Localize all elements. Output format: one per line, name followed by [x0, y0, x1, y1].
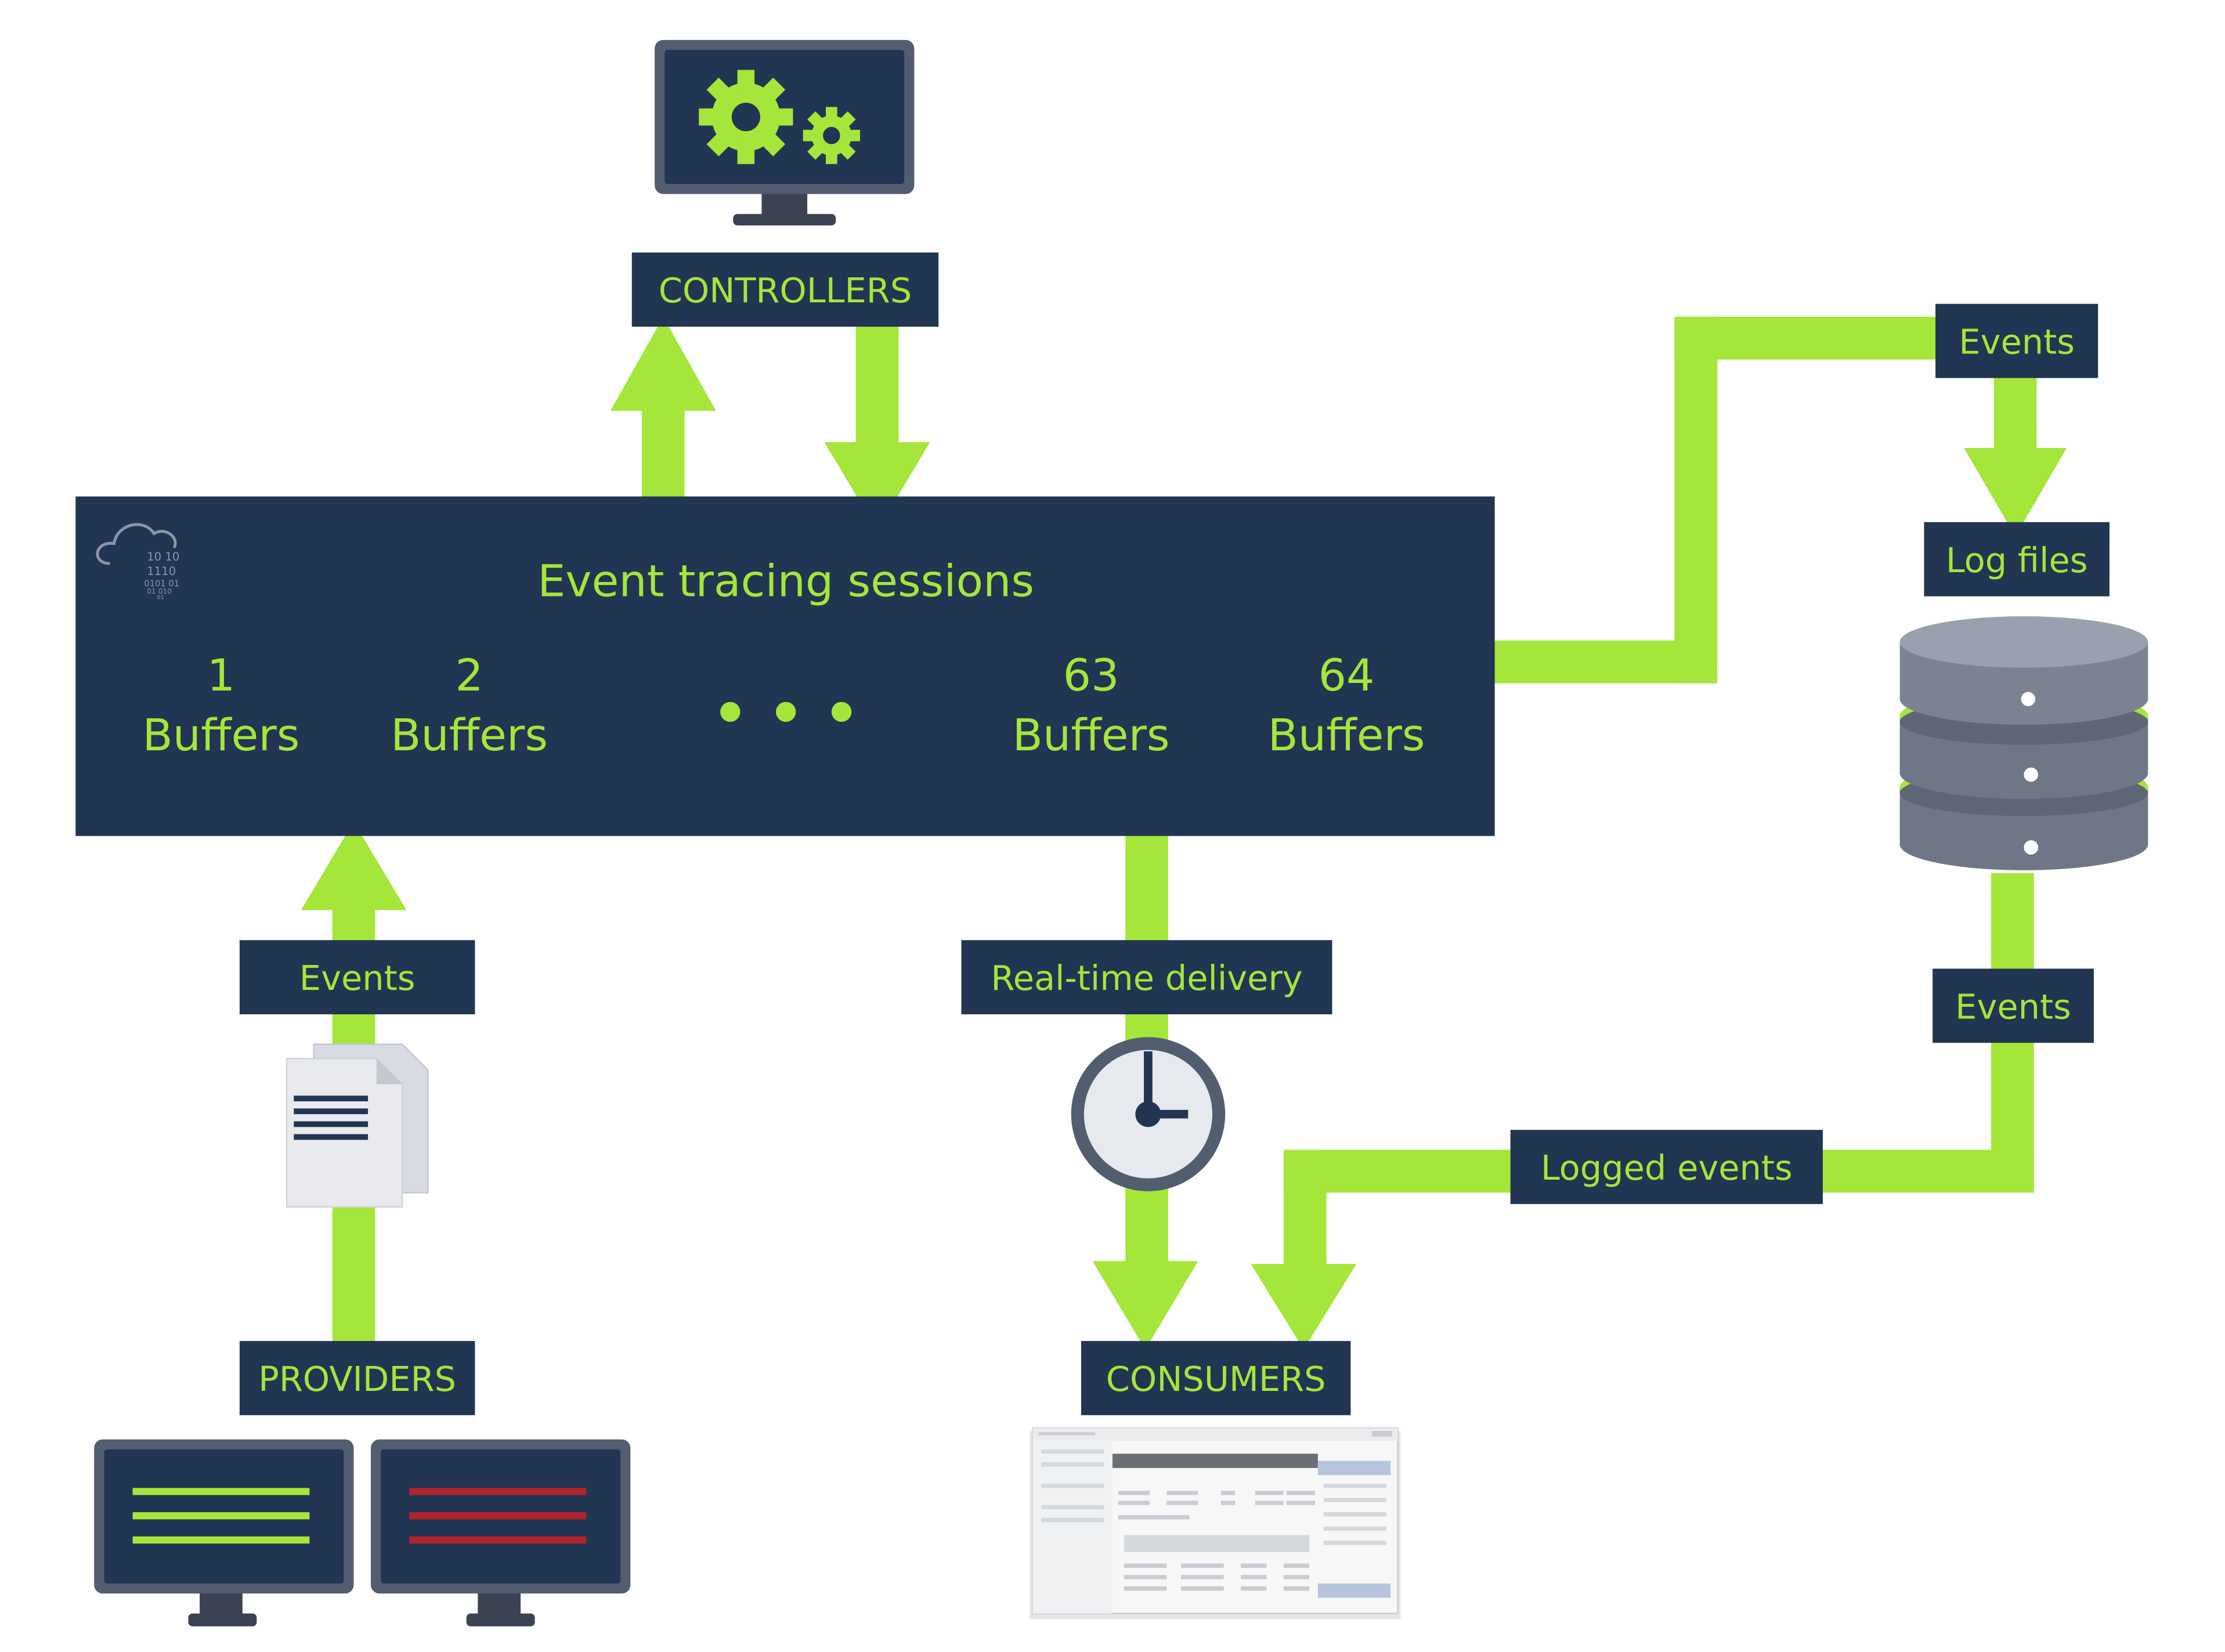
monitor-stand: [761, 192, 808, 216]
arrow-from-controllers-shaft: [855, 325, 899, 448]
consumers-box: CONSUMERS: [1081, 1341, 1351, 1415]
application-window-icon: [1030, 1427, 1401, 1620]
logged-events-label: Logged events: [1541, 1148, 1793, 1188]
cloud-binary-line-4: 01 010: [147, 587, 172, 595]
logged-route-right: [1820, 1149, 2034, 1193]
arrow-to-session-head: [301, 822, 407, 910]
consumers-label: CONSUMERS: [1106, 1359, 1326, 1399]
gear-small-icon: [803, 107, 860, 164]
route-top: [1674, 316, 1940, 360]
providers-label: PROVIDERS: [258, 1359, 456, 1399]
log-files-label: Log files: [1946, 540, 2088, 580]
connectors: [301, 316, 2067, 1350]
arrow-to-consumers-2-head: [1251, 1264, 1357, 1350]
monitor-gears-icon: [655, 39, 915, 226]
event-tracing-session-box: 10 10 1110 0101 01 01 010 01 Event traci…: [75, 496, 1495, 836]
events-right-box: Events: [1933, 968, 2094, 1043]
arrow-to-logfiles-shaft: [1993, 374, 2037, 460]
arrow-to-controllers-head: [610, 316, 716, 411]
providers-box: PROVIDERS: [239, 1341, 475, 1415]
controllers-label-box: CONTROLLERS: [631, 252, 939, 327]
logged-route-down: [1283, 1149, 1327, 1270]
events-top-right-box: Events: [1935, 303, 2098, 378]
buffer-1-label: Buffers: [142, 709, 299, 761]
buffer-64-label: Buffers: [1268, 709, 1425, 761]
realtime-line-bottom: [1125, 1187, 1168, 1267]
buffer-63-number: 63: [1063, 649, 1119, 701]
buffer-64-number: 64: [1319, 649, 1375, 701]
buffer-1-number: 1: [207, 649, 235, 701]
gear-large-icon: [699, 70, 793, 164]
buffer-63-label: Buffers: [1013, 709, 1170, 761]
realtime-line-top: [1125, 833, 1168, 948]
cloud-binary-line-3: 0101 01: [144, 579, 179, 588]
buffer-2-label: Buffers: [391, 709, 548, 761]
log-files-box: Log files: [1924, 522, 2110, 597]
ellipsis-icon: [720, 702, 852, 722]
buffer-2-number: 2: [455, 649, 483, 701]
route-vertical: [1674, 316, 1718, 684]
controllers-label: CONTROLLERS: [659, 270, 912, 310]
monitor-green-lines-icon: [94, 1439, 354, 1626]
arrow-to-consumers-1-head: [1092, 1261, 1198, 1350]
db-line-upper: [1991, 873, 2034, 976]
events-right-label: Events: [1955, 986, 2071, 1026]
clock-icon: [1071, 1037, 1226, 1191]
session-title: Event tracing sessions: [537, 555, 1034, 607]
monitor-base: [733, 214, 836, 226]
events-left-box: Events: [239, 940, 475, 1015]
events-top-right-label: Events: [1959, 322, 2075, 362]
events-left-label: Events: [299, 958, 416, 998]
document-stack-icon: [286, 1043, 429, 1208]
real-time-delivery-box: Real-time delivery: [961, 940, 1332, 1015]
cloud-binary-line-2: 1110: [147, 565, 176, 578]
logged-events-box: Logged events: [1510, 1130, 1823, 1205]
arrow-to-controllers-shaft: [641, 405, 685, 500]
database-icon: [1899, 616, 2148, 870]
cloud-binary-line-5: 01: [157, 595, 164, 601]
monitor-red-lines-icon: [371, 1439, 631, 1626]
real-time-delivery-label: Real-time delivery: [991, 958, 1302, 998]
arrow-from-controllers-head: [824, 442, 930, 531]
cloud-binary-line-1: 10 10: [147, 550, 179, 563]
cloud-binary-icon: 10 10 1110 0101 01 01 010 01: [96, 523, 179, 601]
arrow-to-logfiles-head: [1964, 447, 2067, 537]
